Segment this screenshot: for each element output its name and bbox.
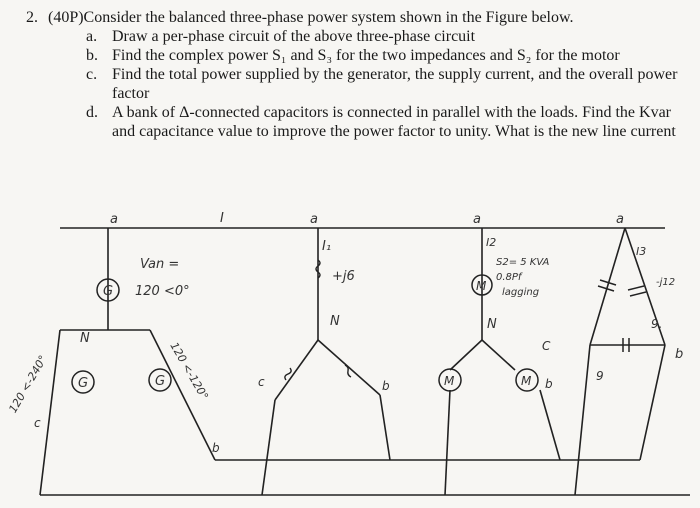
label-i2: I2 xyxy=(486,236,496,249)
motor-a-label: M xyxy=(476,279,487,293)
part-c: c. Find the total power supplied by the … xyxy=(86,65,686,103)
label-i-main: I xyxy=(220,211,224,226)
label-a1: a xyxy=(110,212,118,227)
label-lagging: lagging xyxy=(502,287,539,298)
label-n-source: N xyxy=(80,331,90,346)
inductor-c-icon xyxy=(284,367,292,381)
label-i3: I3 xyxy=(636,245,646,258)
label-van: Van = xyxy=(140,257,179,272)
label-n-load1: N xyxy=(330,314,340,329)
label-nine: 9 xyxy=(596,369,604,383)
circuit-figure: G G G M M M a I a I₁ +j6 N a I2 S2= 5 KV… xyxy=(6,211,690,496)
label-a4: a xyxy=(616,212,624,227)
motor-a-icon xyxy=(471,274,493,296)
question-number: 2. xyxy=(26,9,38,26)
label-b2: b xyxy=(382,379,390,393)
label-van-value: 120 <0° xyxy=(135,284,190,299)
part-text: Find the total power supplied by the gen… xyxy=(112,66,678,102)
label-v-c: 120 <-240° xyxy=(6,353,49,415)
part-a: a. Draw a per-phase circuit of the above… xyxy=(86,27,686,46)
label-i1: I₁ xyxy=(322,239,331,254)
question-block: 2. (40P)Consider the balanced three-phas… xyxy=(26,8,686,141)
label-n-motor: N xyxy=(487,317,497,332)
label-c2: c xyxy=(258,375,265,389)
label-c1: c xyxy=(34,416,41,430)
motor-c-label: M xyxy=(444,374,455,388)
question-header: 2. (40P)Consider the balanced three-phas… xyxy=(26,8,686,27)
part-text: Find the complex power S₁ and S₃ for the… xyxy=(112,47,620,64)
label-c-left: C xyxy=(542,339,551,353)
capacitor-symbols xyxy=(597,279,647,352)
label-b1: b xyxy=(212,441,220,455)
gen-b-label: G xyxy=(155,374,165,389)
inductor-a-icon xyxy=(315,259,321,279)
part-letter: a. xyxy=(86,28,98,45)
part-letter: d. xyxy=(86,104,98,121)
label-pf: 0.8Pf xyxy=(496,272,523,283)
part-d: d. A bank of Δ-connected capacitors is c… xyxy=(86,103,686,141)
label-j6: +j6 xyxy=(332,269,355,284)
circuit-wires xyxy=(39,227,690,496)
label-s2: S2= 5 KVA xyxy=(496,257,550,268)
generator-b-icon xyxy=(148,368,172,392)
inductor-b-icon xyxy=(344,364,352,378)
question-parts: a. Draw a per-phase circuit of the above… xyxy=(86,27,686,141)
label-j12: -j12 xyxy=(656,277,675,288)
label-a3: a xyxy=(473,212,481,227)
generator-c-icon xyxy=(71,370,95,394)
label-n9: 9. xyxy=(651,317,662,331)
motor-c-icon xyxy=(438,368,462,392)
gen-c-label: G xyxy=(78,376,88,391)
motor-b-icon xyxy=(515,368,539,392)
label-b-right: b xyxy=(675,347,683,362)
label-v-b: 120 <-120° xyxy=(167,340,210,402)
motor-b-label: M xyxy=(521,374,532,388)
question-intro: (40P)Consider the balanced three-phase p… xyxy=(48,9,574,26)
generator-a-icon xyxy=(96,278,120,302)
part-letter: c. xyxy=(86,66,98,83)
part-text: A bank of Δ-connected capacitors is conn… xyxy=(112,104,676,140)
label-b3: b xyxy=(545,377,553,391)
part-b: b. Find the complex power S₁ and S₃ for … xyxy=(86,46,686,65)
part-text: Draw a per-phase circuit of the above th… xyxy=(112,28,476,45)
part-letter: b. xyxy=(86,47,98,64)
label-a2: a xyxy=(310,212,318,227)
gen-a-label: G xyxy=(103,284,113,299)
